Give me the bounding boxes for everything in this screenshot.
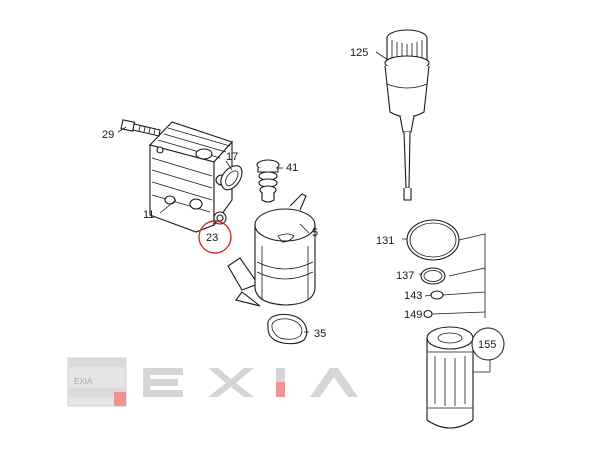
o-ring-part-137[interactable] xyxy=(420,267,446,285)
seal-part-41[interactable] xyxy=(256,159,280,203)
gasket-part-35[interactable] xyxy=(267,313,308,345)
callout-17: 17 xyxy=(226,151,238,163)
callout-149: 149 xyxy=(404,309,422,321)
exia-watermark-logo: EXIA xyxy=(67,357,127,407)
logo-text: EXIA xyxy=(74,377,93,386)
gasket-part-17[interactable] xyxy=(220,165,243,191)
highlight-circle xyxy=(198,220,232,254)
filler-cap-part-125[interactable] xyxy=(384,29,430,201)
filter-housing-part-5[interactable] xyxy=(227,193,316,307)
leader-lines xyxy=(117,51,491,373)
callout-35: 35 xyxy=(314,328,326,340)
filter-element-part-155[interactable] xyxy=(426,326,474,429)
o-ring-part-143[interactable] xyxy=(430,290,444,300)
callout-155: 155 xyxy=(478,339,496,351)
callout-29: 29 xyxy=(102,129,114,141)
o-ring-part-149[interactable] xyxy=(423,309,433,319)
callout-23[interactable]: 23 xyxy=(206,232,218,244)
callout-137: 137 xyxy=(396,270,414,282)
o-ring-part-131[interactable] xyxy=(406,219,460,261)
callout-143: 143 xyxy=(404,290,422,302)
callout-125: 125 xyxy=(350,47,368,59)
callout-5: 5 xyxy=(312,227,318,239)
callout-11: 11 xyxy=(143,209,154,221)
callout-circle-155 xyxy=(471,327,505,361)
callout-131: 131 xyxy=(376,235,394,247)
bolt-part-29[interactable] xyxy=(120,119,161,137)
callout-41: 41 xyxy=(286,162,298,174)
exia-wordmark xyxy=(143,368,358,397)
